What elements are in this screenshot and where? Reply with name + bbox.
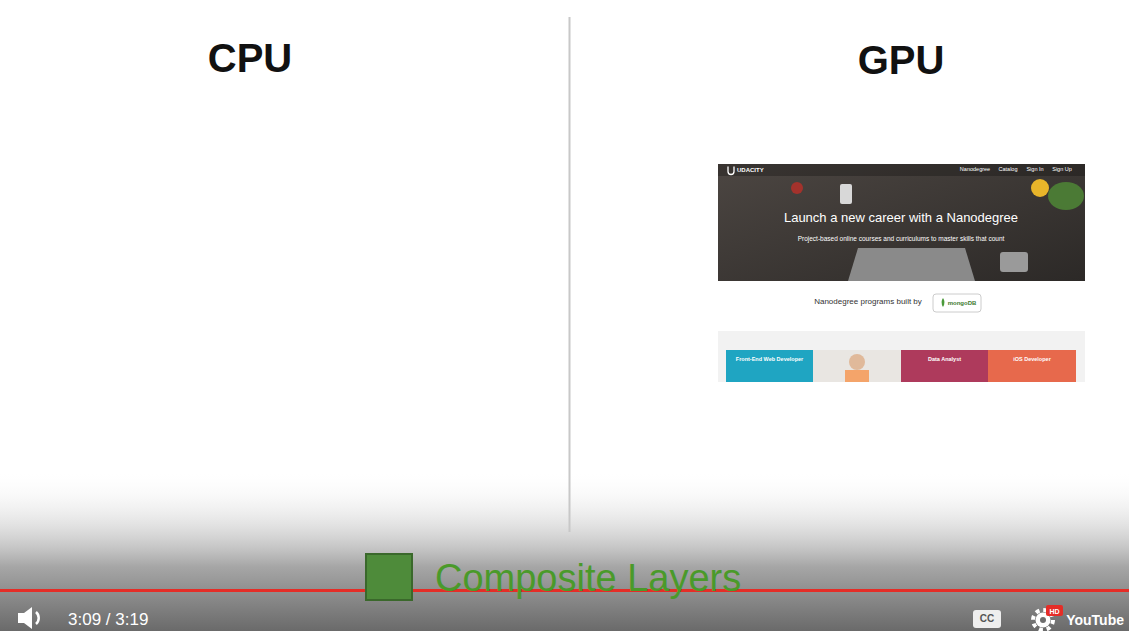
legend-swatch: [365, 553, 413, 601]
course-card: [726, 350, 813, 382]
drive-picture: [1000, 252, 1028, 272]
hero-image: [718, 164, 1085, 281]
course-title: iOS Developer: [1013, 357, 1051, 363]
hd-label: HD: [1049, 607, 1059, 614]
hero-subtitle: Project-based online courses and curricu…: [798, 236, 1005, 243]
leaf-icon: [942, 298, 945, 307]
partner-badge: [933, 294, 981, 312]
site-logo-text: UDACITY: [737, 167, 764, 173]
volume-icon: [36, 612, 39, 624]
column-heading: CPU: [208, 38, 292, 78]
phone-picture: [840, 184, 852, 204]
course-card: [901, 350, 988, 382]
person-picture: [845, 370, 869, 382]
course-card: [988, 350, 1076, 382]
nav-bar: [718, 164, 1085, 176]
captions-label: CC: [980, 614, 994, 624]
laptop-picture: [848, 248, 975, 281]
player-logo-text: YouTube: [1066, 613, 1124, 627]
card-band: [718, 331, 1085, 382]
partner-text: Nanodegree programs built by: [814, 298, 922, 306]
time-display: 3:09 / 3:19: [68, 611, 148, 628]
plant-picture: [1048, 182, 1084, 210]
volume-icon: [18, 607, 32, 629]
nav-link: Sign In: [1026, 167, 1043, 173]
captions-button: [973, 610, 1001, 628]
nav-link: Sign Up: [1052, 167, 1072, 173]
hd-badge: [1046, 605, 1063, 616]
nav-link: Nanodegree: [960, 167, 990, 173]
nav-link: Catalog: [999, 167, 1018, 173]
person-picture: [849, 354, 865, 370]
column-heading: GPU: [858, 40, 945, 80]
divider-line: [569, 17, 571, 532]
logo-mark: [728, 167, 734, 175]
player-shade: [0, 470, 1129, 631]
course-title: Front-End Web Developer: [736, 357, 803, 363]
cup-picture: [1031, 179, 1049, 197]
settings-gear: [1040, 617, 1046, 623]
course-title: Data Analyst: [928, 357, 961, 363]
partner-logo-text: mongoDB: [948, 300, 977, 306]
apple-picture: [791, 182, 803, 194]
photo-card: [813, 350, 901, 382]
legend-text: Composite Layers: [435, 559, 741, 597]
hero-heading: Launch a new career with a Nanodegree: [784, 211, 1018, 224]
